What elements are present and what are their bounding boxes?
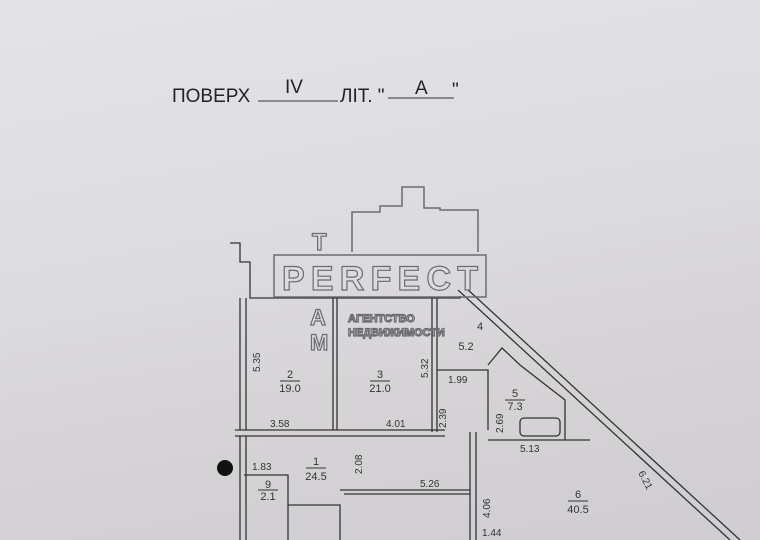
room-2: 2 19.0 bbox=[279, 369, 300, 395]
lit-value: А bbox=[415, 78, 428, 99]
room-9: 9 2.1 bbox=[258, 479, 278, 503]
svg-text:НЕДВИЖИМОСТИ: НЕДВИЖИМОСТИ bbox=[348, 327, 445, 339]
svg-text:5.32: 5.32 bbox=[420, 358, 431, 378]
svg-text:2: 2 bbox=[287, 369, 293, 381]
svg-text:4.06: 4.06 bbox=[482, 498, 493, 518]
dimension-1-44: 1.44 bbox=[482, 528, 502, 539]
svg-text:1.83: 1.83 bbox=[252, 462, 272, 473]
svg-text:6: 6 bbox=[575, 489, 581, 501]
svg-text:1: 1 bbox=[313, 456, 319, 468]
svg-text:PERFECT: PERFECT bbox=[282, 260, 478, 298]
svg-text:4: 4 bbox=[477, 321, 483, 333]
svg-text:21.0: 21.0 bbox=[369, 383, 390, 395]
svg-text:M: M bbox=[310, 330, 328, 355]
svg-text:5.26: 5.26 bbox=[420, 479, 440, 490]
lit-close: " bbox=[452, 80, 459, 101]
room-3: 3 21.0 bbox=[369, 369, 390, 395]
svg-text:5: 5 bbox=[512, 388, 518, 400]
hole-punch bbox=[217, 460, 233, 476]
walls bbox=[230, 242, 741, 540]
svg-text:1.99: 1.99 bbox=[448, 375, 468, 386]
lit-label: ЛІТ. " bbox=[340, 86, 385, 107]
dimensions: 5.35 5.32 1.99 2.39 2.69 3.58 4.01 5.13 … bbox=[252, 352, 654, 539]
svg-text:3: 3 bbox=[377, 369, 383, 381]
room-5: 5 7.3 bbox=[505, 388, 525, 413]
agency-watermark-logo: PERFECT T A M АГЕНТСТВО НЕДВИЖИМОСТИ bbox=[273, 186, 487, 356]
svg-text:24.5: 24.5 bbox=[305, 471, 326, 483]
svg-text:T: T bbox=[312, 229, 327, 256]
floor-label: ПОВЕРХ bbox=[172, 86, 251, 107]
room-6: 6 40.5 bbox=[567, 489, 588, 516]
svg-text:6.21: 6.21 bbox=[635, 469, 654, 492]
svg-text:5.35: 5.35 bbox=[252, 352, 263, 372]
svg-text:5.2: 5.2 bbox=[458, 341, 473, 353]
svg-text:40.5: 40.5 bbox=[567, 504, 588, 516]
svg-text:19.0: 19.0 bbox=[279, 383, 300, 395]
room-1: 1 24.5 bbox=[305, 456, 326, 483]
svg-text:2.39: 2.39 bbox=[438, 408, 449, 428]
floor-value: IV bbox=[285, 77, 303, 98]
svg-text:7.3: 7.3 bbox=[507, 401, 522, 413]
svg-text:A: A bbox=[310, 305, 326, 330]
svg-text:2.08: 2.08 bbox=[354, 454, 365, 474]
room-4: 4 5.2 bbox=[458, 321, 483, 353]
svg-text:9: 9 bbox=[265, 479, 271, 491]
svg-text:АГЕНТСТВО: АГЕНТСТВО bbox=[348, 313, 415, 325]
svg-text:3.58: 3.58 bbox=[270, 419, 290, 430]
svg-text:4.01: 4.01 bbox=[386, 419, 406, 430]
svg-text:5.13: 5.13 bbox=[520, 444, 540, 455]
svg-text:2.1: 2.1 bbox=[260, 491, 275, 503]
svg-text:2.69: 2.69 bbox=[495, 413, 506, 433]
